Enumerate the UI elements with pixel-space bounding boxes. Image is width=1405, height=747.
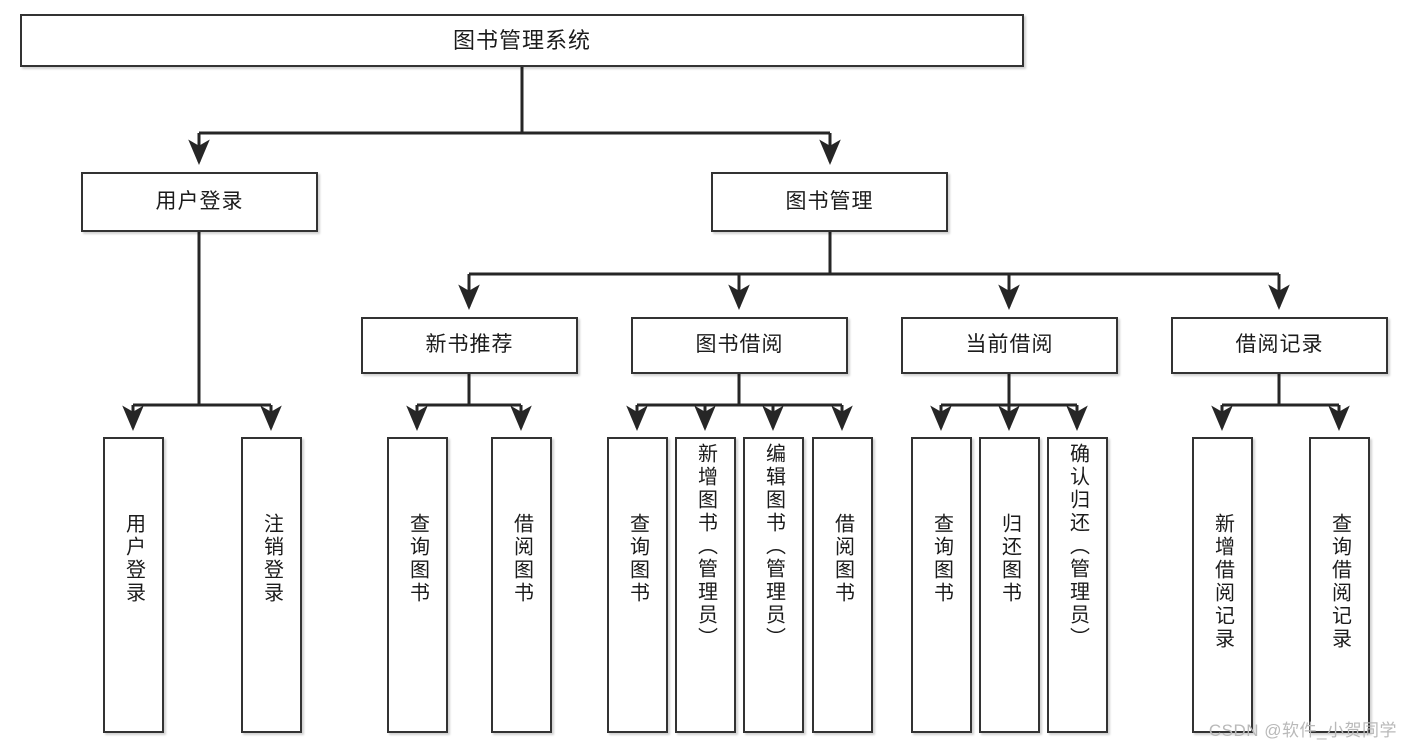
node-label: 借阅图书 <box>510 513 533 605</box>
node-leaf-edit-book-admin[interactable]: 编辑图书（管理员） <box>743 437 804 733</box>
node-borrow-record[interactable]: 借阅记录 <box>1171 317 1388 374</box>
node-user-login[interactable]: 用户登录 <box>81 172 318 232</box>
node-leaf-add-borrow-record[interactable]: 新增借阅记录 <box>1192 437 1253 733</box>
node-current-borrow[interactable]: 当前借阅 <box>901 317 1118 374</box>
node-leaf-user-login[interactable]: 用户登录 <box>103 437 164 733</box>
node-leaf-borrow-book[interactable]: 借阅图书 <box>812 437 873 733</box>
node-leaf-borrow-book-recommend[interactable]: 借阅图书 <box>491 437 552 733</box>
node-leaf-query-book-borrow[interactable]: 查询图书 <box>607 437 668 733</box>
node-label: 归还图书 <box>998 513 1021 605</box>
node-label: 图书管理 <box>785 189 874 213</box>
node-label: 编辑图书（管理员） <box>762 443 785 650</box>
node-label: 借阅记录 <box>1235 333 1324 357</box>
node-label: 新增图书（管理员） <box>694 443 717 650</box>
node-label: 用户登录 <box>155 189 244 213</box>
node-leaf-return-book[interactable]: 归还图书 <box>979 437 1040 733</box>
node-label: 图书借阅 <box>695 333 784 357</box>
node-leaf-add-book-admin[interactable]: 新增图书（管理员） <box>675 437 736 733</box>
node-book-borrow[interactable]: 图书借阅 <box>631 317 848 374</box>
node-label: 确认归还（管理员） <box>1066 443 1089 650</box>
node-label: 借阅图书 <box>831 513 854 605</box>
node-label: 查询借阅记录 <box>1328 513 1351 651</box>
node-label: 查询图书 <box>930 513 953 605</box>
node-label: 用户登录 <box>122 513 145 605</box>
node-book-management[interactable]: 图书管理 <box>711 172 948 232</box>
node-label: 查询图书 <box>406 513 429 605</box>
node-label: 图书管理系统 <box>452 27 591 53</box>
node-label: 新书推荐 <box>425 333 514 357</box>
node-book-management-system[interactable]: 图书管理系统 <box>20 14 1024 67</box>
node-label: 新增借阅记录 <box>1211 513 1234 651</box>
node-leaf-query-book-current[interactable]: 查询图书 <box>911 437 972 733</box>
watermark-text: CSDN @软件_小贺同学 <box>1208 721 1397 740</box>
node-label: 当前借阅 <box>965 333 1054 357</box>
node-leaf-query-borrow-record[interactable]: 查询借阅记录 <box>1309 437 1370 733</box>
node-label: 查询图书 <box>626 513 649 605</box>
node-leaf-confirm-return-admin[interactable]: 确认归还（管理员） <box>1047 437 1108 733</box>
node-new-book-recommend[interactable]: 新书推荐 <box>361 317 578 374</box>
node-leaf-query-book-recommend[interactable]: 查询图书 <box>387 437 448 733</box>
node-label: 注销登录 <box>260 513 283 605</box>
node-leaf-logout-login[interactable]: 注销登录 <box>241 437 302 733</box>
